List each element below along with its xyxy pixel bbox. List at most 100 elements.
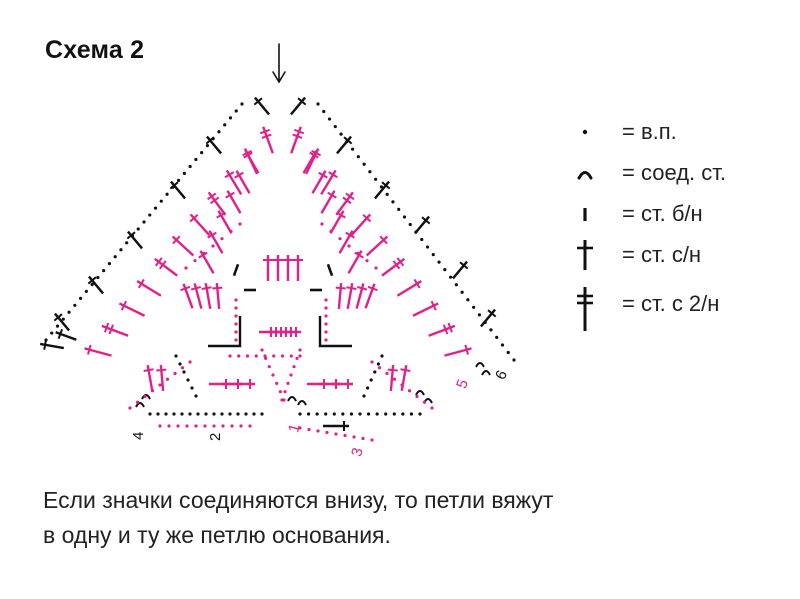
chain-dot <box>176 424 180 428</box>
chain-dot <box>221 424 225 428</box>
chain-dot <box>167 424 171 428</box>
start-arrow-icon <box>272 43 286 84</box>
chain-dot <box>153 206 158 210</box>
chain-dot <box>212 424 216 428</box>
chain-dot <box>158 383 162 387</box>
chain-dot <box>194 157 198 162</box>
double-stitch <box>118 300 146 317</box>
chain-dot <box>230 424 234 428</box>
chain-dot <box>369 378 373 382</box>
chain-dot <box>271 373 275 377</box>
double-stitch <box>414 215 431 235</box>
chain-dot <box>156 412 160 416</box>
chain-dot <box>136 227 140 231</box>
chain-dot <box>211 244 215 248</box>
chain-dot <box>186 378 190 382</box>
diagram-title: Схема 2 <box>45 36 145 64</box>
chain-dot <box>238 222 242 226</box>
chain-dot <box>375 412 379 416</box>
double-stitch <box>320 190 337 214</box>
chain-dot <box>260 348 264 352</box>
chain-dot <box>178 362 182 366</box>
chain-dot <box>385 192 389 196</box>
treble-stitch <box>428 322 456 337</box>
double-stitch <box>374 180 391 200</box>
double-stitch <box>347 250 364 274</box>
chain-dot <box>377 366 382 370</box>
chain-dot <box>350 147 355 151</box>
double-stitch <box>350 213 372 237</box>
chain-dot <box>361 436 365 441</box>
chain-dot <box>158 424 162 428</box>
chain-dot <box>194 394 198 398</box>
chain-dot <box>50 331 54 335</box>
double-stitch <box>400 364 411 392</box>
double-stitch <box>180 283 194 309</box>
chain-dot <box>430 406 434 410</box>
corner-bracket <box>318 316 352 348</box>
chain-dot <box>407 389 412 393</box>
double-stitch <box>39 339 65 350</box>
double-stitch <box>263 255 273 281</box>
row-number-2: 2 <box>207 433 224 441</box>
chain-dot <box>165 377 170 381</box>
chain-dot <box>164 412 168 416</box>
double-stitch <box>396 278 422 297</box>
chain-dot <box>400 383 404 387</box>
double-stitch <box>234 170 251 194</box>
double-stitch <box>336 135 353 155</box>
chain-dot <box>245 354 250 358</box>
double-stitch <box>331 379 353 389</box>
chain-dot <box>148 412 152 416</box>
row-number-6: 6 <box>492 368 511 383</box>
chain-dot <box>402 215 407 219</box>
double-stitch <box>346 282 357 310</box>
double-stitch <box>338 230 355 254</box>
chain-dot <box>174 354 178 358</box>
chain-dot <box>341 412 345 416</box>
chain-dot <box>102 268 106 273</box>
chain-dot <box>190 386 194 390</box>
chain-dot <box>180 366 185 370</box>
crochet-chart: 1 2 3 4 5 6 = в.п. = соед. ст. = ст. б/н… <box>39 43 726 458</box>
chain-dot <box>182 370 186 374</box>
chain-dot <box>119 248 123 252</box>
chain-dot <box>254 354 258 358</box>
double-stitch <box>55 328 77 341</box>
chain-dot <box>460 290 464 294</box>
chain-dot <box>289 354 293 358</box>
row-number-4: 4 <box>130 432 147 440</box>
chain-dot <box>324 306 328 310</box>
chain-dot <box>234 330 238 334</box>
double-stitch <box>169 180 186 200</box>
chain-dot <box>333 124 337 129</box>
chain-dot <box>370 360 374 364</box>
chain-dot <box>370 438 374 442</box>
inner-rows-stitches <box>128 255 434 442</box>
chain-dot <box>217 130 221 134</box>
chain-dot <box>324 412 328 416</box>
note-text: Если значки соединяются внизу, то петли … <box>43 483 763 553</box>
chain-dot <box>234 298 238 302</box>
chain-dot <box>96 275 100 280</box>
double-stitch <box>201 282 212 310</box>
double-stitch <box>452 260 469 280</box>
chain-dot <box>307 427 311 432</box>
legend-label-slip-stitch: = соед. ст. <box>622 160 726 185</box>
double-stitch <box>355 283 368 309</box>
double-stitch <box>171 235 195 257</box>
chain-dot <box>362 162 366 166</box>
chain-dot <box>397 207 401 212</box>
chain-dot <box>422 400 427 404</box>
chain-dot <box>374 177 378 181</box>
chain-dot <box>338 237 342 241</box>
double-stitch <box>190 283 203 309</box>
chain-dot <box>391 200 395 204</box>
row-number-1: 1 <box>285 422 304 434</box>
chain-dot <box>362 394 366 398</box>
chain-dot <box>401 412 405 416</box>
chain-dot <box>67 310 71 314</box>
chain-dot <box>234 306 238 310</box>
chain-dot <box>322 109 326 114</box>
chain-dot <box>408 222 412 227</box>
